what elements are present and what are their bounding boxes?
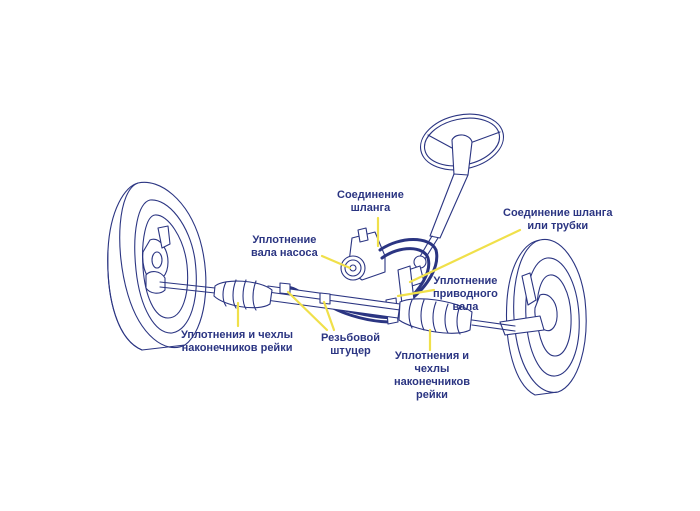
label-line: Уплотнение (252, 234, 317, 246)
label-line: Уплотнения и чехлы (181, 329, 294, 341)
steering-wheel (419, 113, 505, 176)
label-line: наконечников рейки (181, 342, 293, 354)
right-rack-boot (398, 298, 473, 335)
label-threaded-fitting: Резьбовой штуцер (321, 332, 380, 358)
label-line: вала насоса (251, 247, 318, 259)
label-line: или трубки (527, 220, 589, 232)
label-hose-or-tube-connection: Соединение шланга или трубки (503, 207, 612, 233)
label-line: Уплотнения и (394, 350, 470, 362)
label-line: чехлы (414, 363, 450, 375)
label-line: вала (452, 301, 479, 313)
leader-drive-shaft-seal (396, 288, 436, 298)
leader-lines (236, 216, 522, 352)
label-line: наконечников (394, 376, 470, 388)
label-line: Уплотнение (433, 275, 498, 287)
label-line: приводного (433, 288, 498, 300)
label-line: штуцер (330, 345, 371, 357)
label-rack-end-seals-right: Уплотнения и чехлы наконечников рейки (394, 350, 470, 402)
label-line: Соединение (337, 189, 404, 201)
left-rack-boot (213, 279, 273, 311)
label-line: Соединение шланга (503, 207, 613, 219)
label-line: рейки (416, 389, 448, 401)
label-rack-end-seals-left: Уплотнения и чехлы наконечников рейки (181, 329, 293, 355)
leader-threaded-fitting-1 (286, 290, 329, 332)
right-wheel (499, 238, 587, 396)
leader-threaded-fitting-2 (322, 300, 336, 332)
label-hose-connection: Соединение шланга (337, 189, 404, 215)
label-pump-shaft-seal: Уплотнение вала насоса (251, 234, 318, 260)
left-wheel (107, 181, 207, 351)
leader-hose-or-tube-connection (408, 228, 522, 284)
label-drive-shaft-seal: Уплотнение приводного вала (433, 275, 498, 314)
leader-pump-shaft-seal (320, 254, 352, 270)
label-line: Резьбовой (321, 332, 381, 344)
power-steering-pump (340, 227, 386, 281)
label-line: шланга (350, 202, 391, 214)
